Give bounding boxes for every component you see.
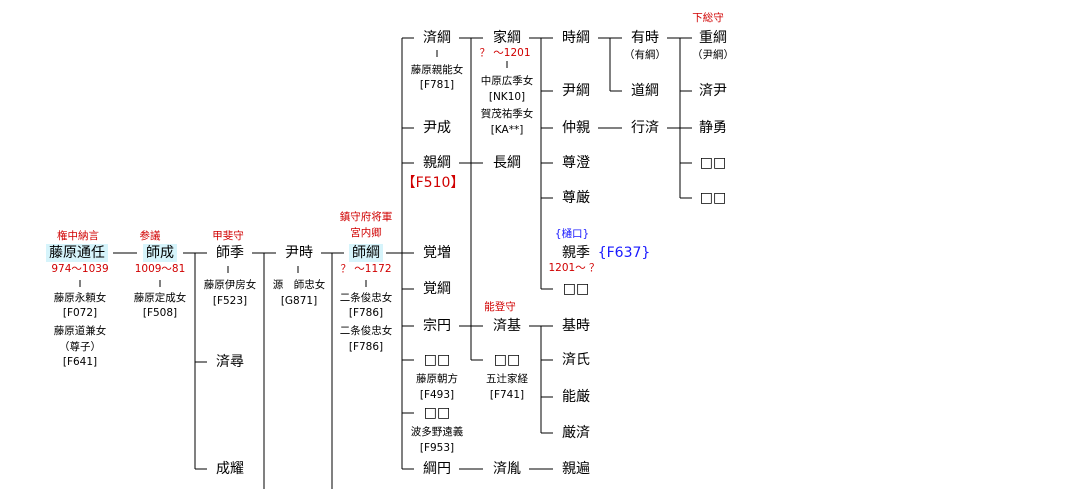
- title-kai: 甲斐守: [212, 229, 244, 242]
- person-shiki[interactable]: 師季: [216, 245, 244, 261]
- title-sangi: 参議: [139, 229, 161, 242]
- person-nakachika[interactable]: 仲親: [562, 120, 590, 136]
- title-shimousa: 下総守: [692, 11, 724, 24]
- wife-michitou-1-id: [F072]: [62, 306, 98, 319]
- wife-iezuna-2-id: [KA**]: [490, 123, 524, 136]
- person-koretsuna[interactable]: 尹綱: [562, 83, 590, 99]
- person-saiki[interactable]: 済基: [493, 318, 521, 334]
- wife-iezuna-1: 中原広季女: [480, 74, 534, 87]
- person-soncho[interactable]: 尊澄: [562, 155, 590, 171]
- person-seiyu[interactable]: 静勇: [699, 120, 727, 136]
- dates-michitou: 974～1039: [51, 262, 109, 275]
- person-morotsuna[interactable]: 師綱: [349, 244, 383, 262]
- person-nagatsuna[interactable]: 長綱: [493, 155, 521, 171]
- title-kunai: 宮内卿: [350, 226, 382, 239]
- person-nogen[interactable]: 能厳: [562, 389, 590, 405]
- wife-sq-sai: 五辻家経: [486, 372, 528, 385]
- wife-morotsuna-1-id: [F786]: [348, 306, 384, 319]
- title-noto: 能登守: [484, 300, 516, 313]
- wife-sq1-id: [F493]: [419, 388, 455, 401]
- aritoki-alias: （有綱）: [624, 48, 666, 61]
- person-koreji[interactable]: 尹時: [285, 245, 313, 261]
- wife-saiko-id: [F781]: [419, 78, 455, 91]
- chikatsuna-id: 【F510】: [401, 175, 465, 191]
- person-sq-r2[interactable]: □□: [699, 190, 727, 206]
- person-saiin[interactable]: 済尹: [699, 83, 727, 99]
- person-soen[interactable]: 宗円: [423, 318, 451, 334]
- person-songen[interactable]: 尊厳: [562, 190, 590, 206]
- wife-sq2-id: [F953]: [419, 441, 455, 454]
- person-kakuzo[interactable]: 覚増: [423, 245, 451, 261]
- person-izumi-jin[interactable]: 済尋: [216, 354, 244, 370]
- person-seiyo[interactable]: 成耀: [216, 461, 244, 477]
- wife-shiki: 藤原伊房女: [203, 278, 257, 291]
- person-sq-sai[interactable]: □□: [493, 352, 521, 368]
- person-saiko[interactable]: 済綱: [423, 30, 451, 46]
- person-chikasue[interactable]: 親季: [562, 245, 590, 261]
- dates-shisei: 1009～81: [134, 262, 186, 275]
- wife-iezuna-2: 賀茂祐季女: [480, 107, 534, 120]
- title-chinju: 鎮守府将軍: [339, 210, 393, 223]
- wife-koreji: 源 師忠女: [272, 278, 326, 291]
- wife-sq-sai-id: [F741]: [489, 388, 525, 401]
- person-iezuna[interactable]: 家綱: [493, 30, 521, 46]
- person-tsunaen[interactable]: 綱円: [423, 461, 451, 477]
- dates-iezuna: ？ ～1201: [479, 46, 531, 59]
- person-michitou[interactable]: 藤原通任: [46, 244, 108, 262]
- wife-koreji-id: [G871]: [280, 294, 318, 307]
- wife-michitou-2-id: [F641]: [62, 355, 98, 368]
- person-sq2[interactable]: □□: [423, 405, 451, 421]
- dates-chikasue: 1201～ ？: [548, 261, 600, 274]
- wife-sq2: 波多野遠義: [410, 425, 464, 438]
- wife-michitou-1: 藤原永頼女: [53, 291, 107, 304]
- wife-morotsuna-2-id: [F786]: [348, 340, 384, 353]
- person-gyosai[interactable]: 行済: [631, 120, 659, 136]
- wife-shisei: 藤原定成女: [133, 291, 187, 304]
- dates-morotsuna: ？ ～1172: [340, 262, 392, 275]
- wife-michitou-2-name: （尊子）: [59, 340, 101, 353]
- person-tokitsuna[interactable]: 時綱: [562, 30, 590, 46]
- shigetsuna-alias: （尹綱）: [692, 48, 734, 61]
- person-saishi[interactable]: 済氏: [562, 352, 590, 368]
- chikasue-id: {F637}: [597, 245, 651, 261]
- person-shisei[interactable]: 師成: [143, 244, 177, 262]
- wife-michitou-2: 藤原道兼女: [53, 324, 107, 337]
- wife-sq1: 藤原朝方: [416, 372, 458, 385]
- person-shigetsuna[interactable]: 重綱: [699, 30, 727, 46]
- wife-morotsuna-2: 二条俊忠女: [339, 324, 393, 337]
- title-gonchunagon: 権中納言: [57, 229, 99, 242]
- wife-iezuna-1-id: [NK10]: [488, 90, 526, 103]
- person-sq-chika[interactable]: □□: [562, 281, 590, 297]
- person-sq-r1[interactable]: □□: [699, 155, 727, 171]
- person-shinhen[interactable]: 親遍: [562, 461, 590, 477]
- person-kakko[interactable]: 覚綱: [423, 281, 451, 297]
- person-mototoki[interactable]: 基時: [562, 318, 590, 334]
- person-sairan[interactable]: 済胤: [493, 461, 521, 477]
- person-gensai[interactable]: 厳済: [562, 425, 590, 441]
- wife-morotsuna-1: 二条俊忠女: [339, 291, 393, 304]
- wife-shiki-id: [F523]: [212, 294, 248, 307]
- person-koresei[interactable]: 尹成: [423, 120, 451, 136]
- person-sq1[interactable]: □□: [423, 352, 451, 368]
- wife-shisei-id: [F508]: [142, 306, 178, 319]
- person-dotsuna[interactable]: 道綱: [631, 83, 659, 99]
- person-chikatsuna[interactable]: 親綱: [423, 155, 451, 171]
- chikasue-alias: {樋口}: [554, 227, 590, 240]
- person-aritoki[interactable]: 有時: [631, 30, 659, 46]
- wife-saiko: 藤原親能女: [410, 63, 464, 76]
